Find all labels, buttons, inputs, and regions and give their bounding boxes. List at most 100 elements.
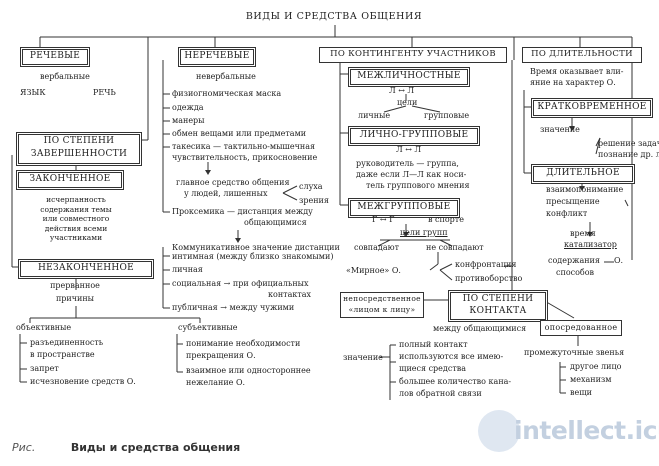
subjective-item: нежелание О. xyxy=(186,378,246,387)
confrontation-label: конфронтация xyxy=(455,260,517,269)
complete-desc-line: исчерпанность xyxy=(46,195,106,204)
complete-desc-line: содержания темы xyxy=(40,204,112,214)
distance-item: публичная → между чужими xyxy=(172,303,295,312)
goals-label: цели xyxy=(397,98,418,107)
time-label: время xyxy=(570,229,596,238)
not-coincide-label: не совпадают xyxy=(426,243,484,252)
subjective-label: субъективные xyxy=(178,323,238,332)
watermark-text: intellect.icu xyxy=(514,416,659,445)
long-term-box: ДЛИТЕЛЬНОЕ xyxy=(531,164,635,184)
verbal-header: РЕЧЕВЫЕ xyxy=(20,47,90,67)
objective-item: разъединенность xyxy=(30,338,104,347)
figure-caption: Рис. Виды и средства общения xyxy=(12,441,240,454)
contact-header-line2: КОНТАКТА xyxy=(469,306,527,316)
nonverbal-item: чувствительность, прикосновение xyxy=(172,153,318,162)
main-means-line: главное средство общения xyxy=(176,178,290,187)
watermark-logo: intellect.icu xyxy=(478,408,659,456)
pg-desc-line: руководитель — группа, xyxy=(356,159,459,168)
contact-item: лов обратной связи xyxy=(399,389,482,398)
influence-line: яние на характер О. xyxy=(530,78,616,87)
contingent-header: ПО КОНТИНГЕНТУ УЧАСТНИКОВ xyxy=(319,47,507,63)
personal-goals-label: личные xyxy=(358,111,391,120)
sight-label: зрения xyxy=(299,196,329,205)
nonverbal-item: манеры xyxy=(172,116,205,125)
catalyst-label: катализатор xyxy=(564,240,617,249)
group-goals-underlined: цели групп xyxy=(400,228,448,237)
in-sport-label: в спорте xyxy=(428,215,464,224)
speech-label: РЕЧЬ xyxy=(93,88,116,97)
distance-item: интимная (между близко знакомыми) xyxy=(172,252,334,261)
intergroup-box: МЕЖГРУППОВЫЕ xyxy=(348,198,460,218)
direct-contact-line1: непосредственное xyxy=(343,294,421,303)
link-item: вещи xyxy=(570,388,593,397)
l-l-label: Л ↔ Л xyxy=(389,86,415,95)
nonverbal-item: физиогномическая маска xyxy=(172,89,282,98)
language-label: ЯЗЫК xyxy=(20,88,46,97)
contact-meaning-label: значение xyxy=(343,353,383,362)
peaceful-label: «Мирное» О. xyxy=(346,266,401,275)
completeness-header-line2: ЗАВЕРШЕННОСТИ xyxy=(30,149,128,159)
link-item: другое лицо xyxy=(570,362,622,371)
contact-header-line1: ПО СТЕПЕНИ xyxy=(462,294,534,304)
proxemics-line: общающимися xyxy=(244,218,307,227)
interpersonal-box: МЕЖЛИЧНОСТНЫЕ xyxy=(348,67,470,87)
short-item: решение задачи xyxy=(598,139,659,148)
nonverbal-item: обмен вещами или предметами xyxy=(172,129,307,138)
long-item: взаимопонимание xyxy=(546,185,624,194)
caption-title: Виды и средства общения xyxy=(70,441,241,454)
distance-item: личная xyxy=(172,265,203,274)
between-label: между общающимися xyxy=(433,324,527,333)
methods-label: способов xyxy=(556,268,595,277)
contact-item: щиеся средства xyxy=(399,364,467,373)
objective-label: объективные xyxy=(16,323,72,332)
personal-group-box: ЛИЧНО-ГРУППОВЫЕ xyxy=(348,126,480,146)
short-term-box: КРАТКОВРЕМЕННОЕ xyxy=(531,98,653,118)
reasons-label: причины xyxy=(55,294,95,303)
short-meaning-label: значение xyxy=(540,125,580,134)
subjective-item: взаимное или одностороннее xyxy=(186,366,311,375)
long-item: конфликт xyxy=(546,209,588,218)
short-item: познание др. лица xyxy=(598,150,659,159)
incomplete-desc: прерванное причины xyxy=(30,281,120,304)
pg-desc-line: даже если Л—Л как носи- xyxy=(356,170,467,179)
comm-value-label: Коммуникативное значение дистанции xyxy=(172,243,340,252)
distance-item: контактах xyxy=(268,290,312,299)
completeness-header: ПО СТЕПЕНИ ЗАВЕРШЕННОСТИ xyxy=(16,132,142,166)
contact-item: большее количество кана- xyxy=(399,377,512,386)
influence-line: Время оказывает вли- xyxy=(530,67,624,76)
nonverbal-item: одежда xyxy=(172,103,204,112)
objective-item: в пространстве xyxy=(30,350,95,359)
complete-box: ЗАКОНЧЕННОЕ xyxy=(16,170,124,190)
diagram-title: ВИДЫ И СРЕДСТВА ОБЩЕНИЯ xyxy=(245,11,423,22)
pg-desc-line: тель группового мнения xyxy=(366,181,470,190)
intermediate-label: промежуточные звенья xyxy=(524,348,625,357)
nonverbal-header: НЕРЕЧЕВЫЕ xyxy=(178,47,256,67)
incomplete-box: НЕЗАКОНЧЕННОЕ xyxy=(18,259,154,279)
distance-item: социальная → при официальных xyxy=(172,279,309,288)
content-label: содержания xyxy=(548,256,600,265)
complete-desc-line: участниками xyxy=(49,233,103,242)
subjective-item: понимание необходимости xyxy=(186,339,301,348)
contact-header: ПО СТЕПЕНИ КОНТАКТА xyxy=(448,290,548,322)
complete-desc-line: действия всеми xyxy=(44,223,108,233)
contact-item: полный контакт xyxy=(399,340,468,349)
g-g-label: Г ↔ Г xyxy=(372,215,395,224)
interrupted-label: прерванное xyxy=(50,281,100,290)
group-goals-label: групповые xyxy=(424,111,470,120)
link-item: механизм xyxy=(570,375,612,384)
verbal-sub: вербальные xyxy=(40,72,90,81)
mediated-box: опосредованное xyxy=(540,320,622,336)
nonverbal-item: такесика — тактильно-мышечная xyxy=(172,142,316,151)
main-means-line: у людей, лишенных xyxy=(184,189,268,198)
completeness-header-line1: ПО СТЕПЕНИ xyxy=(43,136,115,146)
direct-contact-box: непосредственное «лицом к лицу» xyxy=(340,292,424,318)
objective-item: исчезновение средств О. xyxy=(30,377,136,386)
coincide-label: совпадают xyxy=(354,243,399,252)
caption-prefix: Рис. xyxy=(12,441,36,454)
watermark-circle-icon xyxy=(478,410,520,452)
contact-item: используются все имею- xyxy=(399,352,504,361)
nonverbal-sub: невербальные xyxy=(196,72,256,81)
hearing-label: слуха xyxy=(299,182,323,191)
complete-desc: исчерпанность содержания темы или совмес… xyxy=(20,195,132,243)
